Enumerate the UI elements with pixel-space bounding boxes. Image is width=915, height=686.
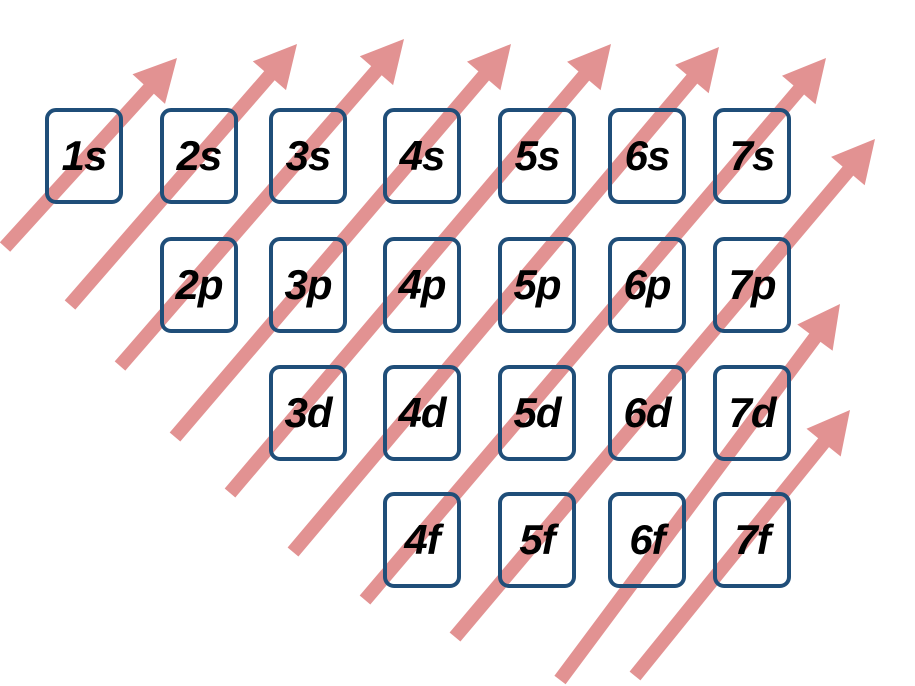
orbital-label: 4p xyxy=(398,261,446,308)
orbital-label: 3d xyxy=(284,389,332,436)
orbital-box-6p: 6p xyxy=(608,237,686,333)
orbital-box-5p: 5p xyxy=(498,237,576,333)
orbital-label: 5f xyxy=(519,516,555,563)
arrow-icon-2 xyxy=(64,44,297,310)
orbital-label: 2s xyxy=(176,132,223,179)
orbital-box-5f: 5f xyxy=(498,492,576,588)
arrow-icon-10 xyxy=(629,410,850,681)
orbital-box-4s: 4s xyxy=(383,108,461,204)
orbital-label: 2p xyxy=(175,261,223,308)
orbital-label: 6p xyxy=(623,261,671,308)
orbital-box-7p: 7p xyxy=(713,237,791,333)
orbital-label: 6d xyxy=(623,389,671,436)
orbital-label: 5p xyxy=(513,261,561,308)
arrow-icon-8 xyxy=(449,139,875,642)
arrow-icon-5 xyxy=(224,44,611,498)
orbital-label: 7d xyxy=(728,389,776,436)
orbital-box-6s: 6s xyxy=(608,108,686,204)
orbital-label: 3p xyxy=(284,261,332,308)
orbital-box-4p: 4p xyxy=(383,237,461,333)
orbital-label: 4s xyxy=(399,132,446,179)
orbital-box-2p: 2p xyxy=(160,237,238,333)
arrow-icon-3 xyxy=(114,39,404,371)
orbital-box-3d: 3d xyxy=(269,365,347,461)
orbital-box-1s: 1s xyxy=(45,108,123,204)
orbital-label: 6f xyxy=(629,516,665,563)
orbital-box-5d: 5d xyxy=(498,365,576,461)
orbital-box-7d: 7d xyxy=(713,365,791,461)
orbital-box-6d: 6d xyxy=(608,365,686,461)
arrow-icon-7 xyxy=(359,58,826,605)
orbital-label: 1s xyxy=(61,132,108,179)
orbital-label: 4d xyxy=(398,389,446,436)
orbital-label: 5s xyxy=(514,132,561,179)
orbital-label: 6s xyxy=(624,132,671,179)
orbital-label: 4f xyxy=(404,516,440,563)
orbital-label: 3s xyxy=(285,132,332,179)
orbital-label: 7p xyxy=(728,261,776,308)
arrow-icon-9 xyxy=(554,304,840,685)
orbital-box-5s: 5s xyxy=(498,108,576,204)
orbital-label: 7s xyxy=(729,132,776,179)
orbital-box-3s: 3s xyxy=(269,108,347,204)
orbital-box-6f: 6f xyxy=(608,492,686,588)
orbital-box-3p: 3p xyxy=(269,237,347,333)
arrow-icon-1 xyxy=(0,58,177,252)
orbital-box-4d: 4d xyxy=(383,365,461,461)
orbital-box-4f: 4f xyxy=(383,492,461,588)
orbital-box-7f: 7f xyxy=(713,492,791,588)
orbital-label: 5d xyxy=(513,389,561,436)
orbital-box-2s: 2s xyxy=(160,108,238,204)
orbital-label: 7f xyxy=(734,516,770,563)
orbital-box-7s: 7s xyxy=(713,108,791,204)
